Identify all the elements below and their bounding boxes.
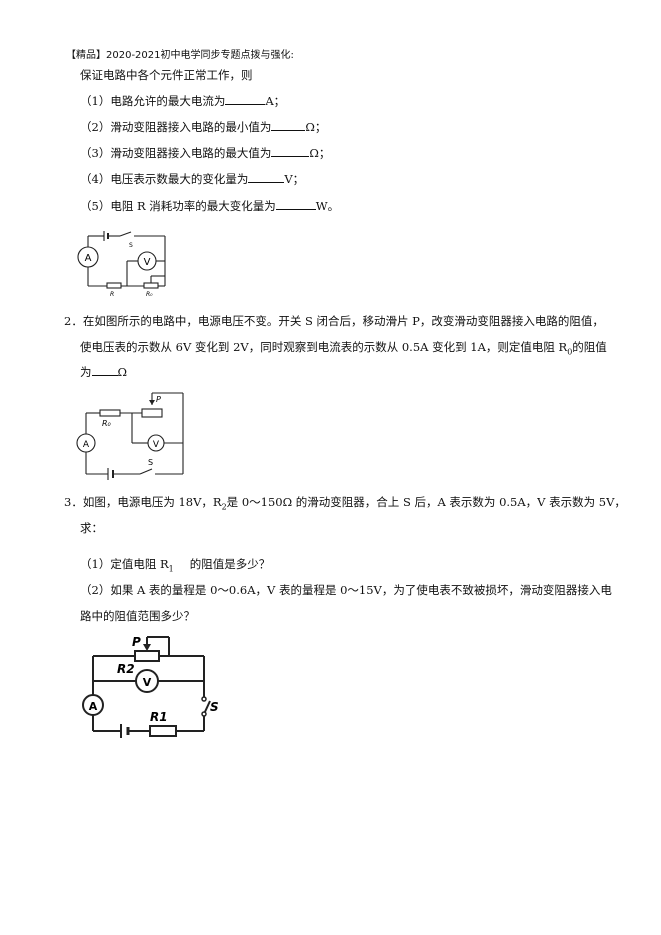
answer-blank[interactable]	[225, 93, 266, 105]
resistor-r-label: R	[110, 291, 114, 298]
q3-sub-1-tail: 的阻值是多少？	[189, 557, 271, 571]
q1-item-1: （1）电路允许的最大电流为 A；	[80, 93, 285, 109]
resistor-r0-label: R₀	[102, 419, 112, 428]
q3-line-1-tail: 是 0～150Ω 的滑动变阻器，合上 S 后，A 表示数为 0.5A，V 表示数…	[226, 495, 626, 509]
q1-item-2-text: （2）滑动变阻器接入电路的最小值为	[80, 120, 272, 134]
q1-item-4-text: （4）电压表示数最大的变化量为	[80, 172, 249, 186]
q3-sub-1: （1）定值电阻 R1 的阻值是多少？	[80, 556, 270, 577]
ammeter-label: A	[85, 253, 92, 264]
q3-line-1: 3．如图，电源电压为 18V，R2是 0～150Ω 的滑动变阻器，合上 S 后，…	[64, 494, 626, 515]
switch-contact	[201, 696, 207, 702]
voltmeter-label: V	[153, 440, 160, 450]
answer-blank[interactable]	[275, 198, 316, 210]
q3-r2-subscript: 2	[221, 502, 227, 512]
q1-item-1-text: （1）电路允许的最大电流为	[80, 94, 226, 108]
q1-item-4-unit: V；	[284, 172, 305, 186]
switch-contact	[201, 711, 207, 717]
q1-item-3-unit: Ω；	[309, 146, 331, 160]
q3-sub-2-line-2: 路中的阻值范围多少？	[80, 609, 195, 623]
resistor-r1-label: R1	[150, 710, 168, 724]
ammeter-label: A	[89, 700, 98, 713]
q1-intro: 保证电路中各个元件正常工作，则	[80, 68, 253, 82]
voltmeter-icon	[135, 669, 159, 693]
q3-r1-subscript: 1	[168, 564, 174, 574]
voltmeter-label: V	[144, 257, 151, 268]
q2-line-3-text: 为	[80, 365, 92, 379]
ammeter-label: A	[83, 440, 90, 450]
switch-label: S	[210, 700, 219, 714]
resistor-r0	[99, 409, 121, 417]
resistor-r1	[149, 725, 177, 737]
ammeter-icon	[82, 694, 104, 716]
switch-label: S	[129, 242, 133, 249]
q1-item-5-unit: W。	[315, 199, 340, 213]
battery-icon	[107, 468, 114, 480]
slider-p-label: P	[156, 395, 161, 404]
resistor-r0	[143, 282, 159, 289]
q2-line-1: 2．在如图所示的电路中，电源电压不变。开关 S 闭合后，移动滑片 P，改变滑动变…	[64, 314, 604, 328]
voltmeter-label: V	[143, 676, 152, 689]
q3-line-2: 求：	[80, 521, 103, 535]
resistor-r0-label: R₀	[146, 291, 153, 298]
rheostat-r2-label: R2	[117, 662, 135, 676]
q2-line-2-tail: 的阻值	[572, 340, 607, 354]
q2-line-2-text: 使电压表的示数从 6V 变化到 2V，同时观察到电流表的示数从 0.5A 变化到…	[80, 340, 568, 354]
slider-arrow-icon	[149, 400, 155, 405]
battery-icon	[120, 724, 130, 738]
q1-item-5-text: （5）电阻 R 消耗功率的最大变化量为	[80, 199, 276, 213]
answer-blank[interactable]	[91, 364, 118, 376]
q2-r0-subscript: 0	[567, 347, 573, 357]
q3-sub-1-text: （1）定值电阻 R	[80, 557, 169, 571]
q1-item-4: （4）电压表示数最大的变化量为 V；	[80, 171, 304, 187]
q1-item-2-unit: Ω；	[305, 120, 327, 134]
q1-item-2: （2）滑动变阻器接入电路的最小值为 Ω；	[80, 119, 326, 135]
q2-line-3-unit: Ω	[117, 365, 128, 379]
q2-line-2: 使电压表的示数从 6V 变化到 2V，同时观察到电流表的示数从 0.5A 变化到…	[80, 339, 607, 360]
switch-label: S	[148, 458, 153, 467]
ammeter-icon	[76, 433, 96, 453]
q3-line-1-text: 3．如图，电源电压为 18V，R	[64, 495, 222, 509]
voltmeter-icon	[147, 434, 165, 452]
answer-blank[interactable]	[271, 145, 310, 157]
battery-icon	[103, 231, 109, 241]
ammeter-icon	[77, 246, 99, 268]
q1-item-3-text: （3）滑动变阻器接入电路的最大值为	[80, 146, 272, 160]
answer-blank[interactable]	[248, 171, 285, 183]
slider-arrow-icon	[143, 644, 151, 651]
q1-item-5: （5）电阻 R 消耗功率的最大变化量为 W。	[80, 198, 339, 214]
q1-item-1-unit: A；	[265, 94, 286, 108]
voltmeter-icon	[137, 251, 157, 271]
slider-p-label: P	[132, 635, 141, 649]
resistor-r	[106, 282, 122, 289]
rheostat-icon	[141, 408, 163, 418]
q1-item-3: （3）滑动变阻器接入电路的最大值为 Ω；	[80, 145, 330, 161]
answer-blank[interactable]	[271, 119, 306, 131]
document-header: 【精品】2020-2021初中电学同步专题点拨与强化:	[66, 50, 294, 61]
q3-sub-2-line-1: （2）如果 A 表的量程是 0～0.6A，V 表的量程是 0～15V，为了使电表…	[80, 583, 612, 597]
rheostat-r2	[134, 650, 160, 662]
